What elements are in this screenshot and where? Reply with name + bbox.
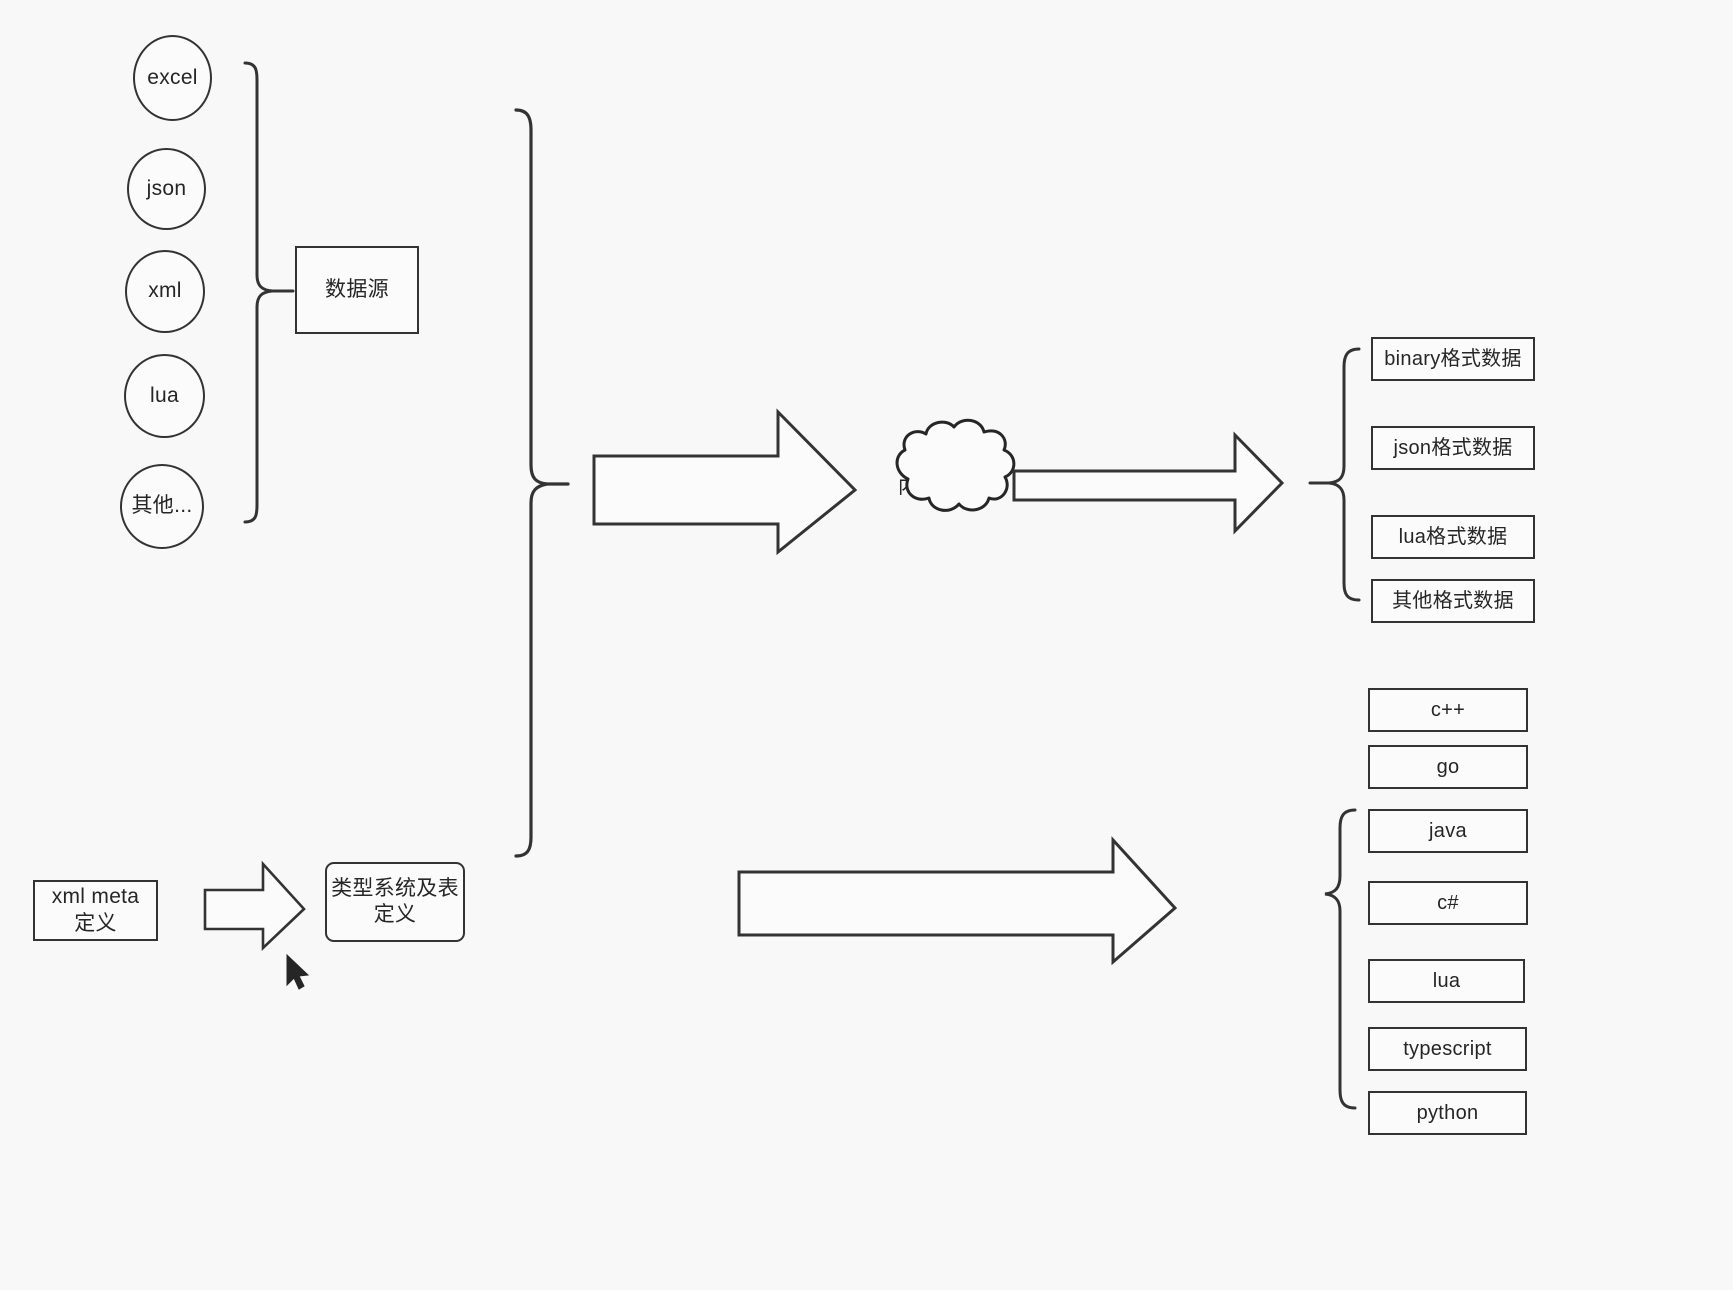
type-system-label: 类型系统及表 定义 [331, 876, 459, 926]
output-language-label: typescript [1403, 1037, 1492, 1060]
source-node-label: xml [148, 279, 182, 303]
output-language-python-box[interactable]: python [1368, 1091, 1527, 1135]
output-format-other-box[interactable]: 其他格式数据 [1371, 579, 1535, 623]
source-node-other[interactable]: 其他... [120, 464, 204, 549]
data-source-group-box[interactable]: 数据源 [295, 246, 419, 334]
output-format-lua-box[interactable]: lua格式数据 [1371, 515, 1535, 559]
source-node-excel[interactable]: excel [133, 35, 212, 121]
source-node-label: json [146, 176, 187, 200]
output-language-label: c++ [1430, 698, 1466, 721]
source-node-json[interactable]: json [127, 148, 206, 230]
output-format-label: binary格式数据 [1384, 347, 1522, 370]
output-language-java-box[interactable]: java [1368, 809, 1528, 853]
output-language-csharp-box[interactable]: c# [1368, 881, 1528, 925]
output-language-lua-box[interactable]: lua [1368, 959, 1525, 1003]
output-language-label: java [1429, 819, 1467, 842]
output-format-binary-box[interactable]: binary格式数据 [1371, 337, 1535, 381]
codegen-label: 根据定义生成代码 [841, 903, 1009, 926]
output-language-label: go [1436, 755, 1460, 778]
output-language-label: c# [1437, 891, 1459, 914]
output-language-go-box[interactable]: go [1368, 745, 1528, 789]
output-format-label: lua格式数据 [1398, 525, 1508, 548]
source-node-label: lua [150, 383, 179, 407]
data-source-group-label: 数据源 [325, 277, 389, 301]
output-format-label: 其他格式数据 [1392, 589, 1514, 612]
output-language-typescript-box[interactable]: typescript [1368, 1027, 1527, 1071]
output-language-label: python [1416, 1101, 1479, 1124]
output-languages-brace [1324, 808, 1357, 1110]
load-parse-label: 加载和解析 [642, 475, 748, 498]
validate-group-filter-label: 校验、分组、标签过滤 [1026, 475, 1236, 498]
output-format-json-box[interactable]: json格式数据 [1371, 426, 1535, 470]
output-format-label: json格式数据 [1393, 436, 1513, 459]
source-group-brace [243, 61, 295, 524]
type-system-box[interactable]: 类型系统及表 定义 [325, 862, 465, 942]
source-node-label: excel [147, 65, 198, 89]
mouse-cursor [286, 953, 310, 990]
internal-data-label: 内部数据 [898, 476, 978, 498]
xml-meta-definition-label: xml meta定义 [51, 885, 140, 935]
source-node-lua[interactable]: lua [124, 354, 205, 438]
output-language-cpp-box[interactable]: c++ [1368, 688, 1528, 732]
compile-label: 编译 [230, 906, 269, 927]
output-language-label: lua [1432, 969, 1461, 992]
output-formats-brace [1308, 347, 1361, 602]
source-node-xml[interactable]: xml [125, 250, 205, 333]
xml-meta-definition-box[interactable]: xml meta定义 [33, 880, 158, 941]
input-group-brace [514, 108, 570, 858]
source-node-label: 其他... [131, 494, 193, 518]
